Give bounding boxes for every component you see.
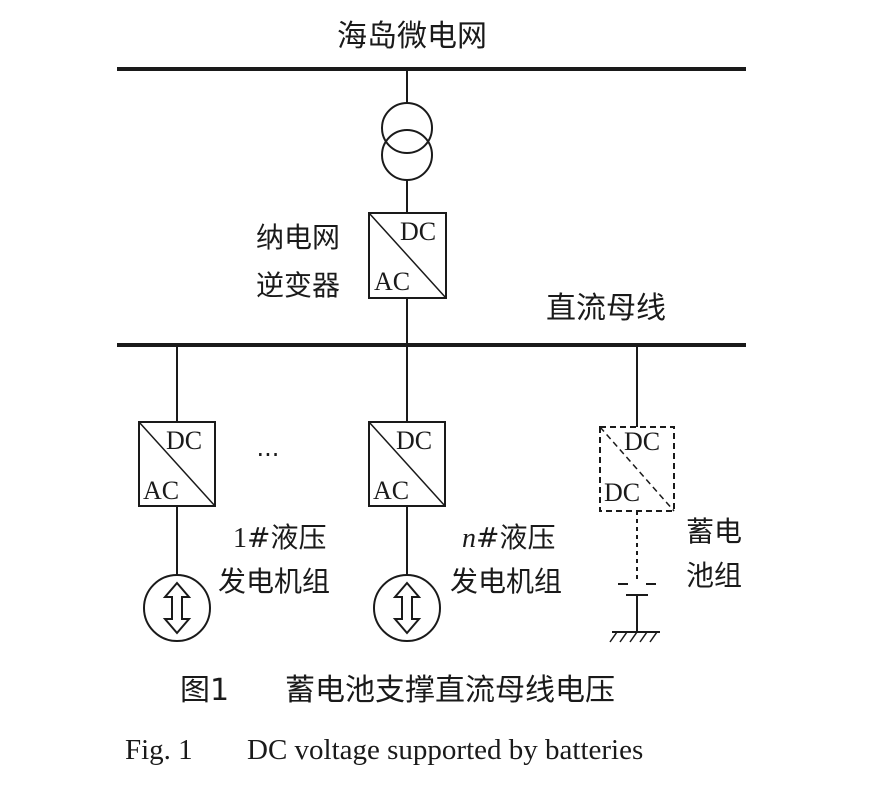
battery-label-line2: 池组 <box>686 559 742 592</box>
genn-label-rest: #液压 <box>476 521 555 554</box>
ellipsis: ··· <box>257 441 280 469</box>
ground-icon <box>609 631 660 643</box>
genn-converter-dc-label: DC <box>396 426 432 455</box>
inverter-dc-label: DC <box>400 217 436 246</box>
gen1-label-number: 1 <box>233 523 247 554</box>
genn-label-number: n <box>462 523 476 554</box>
genn-converter-ac-label: AC <box>373 476 409 505</box>
generator-n-branch <box>368 345 446 642</box>
gen1-label-rest: #液压 <box>247 521 326 554</box>
gen1-label-line2: 发电机组 <box>218 565 330 598</box>
inverter-label-line2: 逆变器 <box>256 269 340 302</box>
transformer-icon <box>381 69 433 213</box>
hydraulic-generator-n-icon <box>373 574 441 642</box>
generator-1-branch <box>138 345 216 642</box>
inverter-ac-label: AC <box>374 267 410 296</box>
battery-icon <box>618 583 656 632</box>
hydraulic-generator-1-icon <box>143 574 211 642</box>
battery-branch <box>599 345 675 643</box>
grid-inverter: DC AC <box>368 212 447 299</box>
battery-label-line1: 蓄电 <box>686 515 742 548</box>
caption-cn-text: 蓄电池支撑直流母线电压 <box>285 673 615 708</box>
inverter-label-line1: 纳电网 <box>256 221 340 254</box>
genn-label-line1: n#液压 <box>462 521 555 554</box>
genn-label-line2: 发电机组 <box>450 565 562 598</box>
battery-converter-dc-label-1: DC <box>624 427 660 456</box>
battery-converter-dc-label-2: DC <box>604 478 640 507</box>
top-bus-label: 海岛微电网 <box>337 19 487 54</box>
dc-bus-label: 直流母线 <box>546 291 666 326</box>
gen1-converter-dc-label: DC <box>166 426 202 455</box>
caption-en-text: DC voltage supported by batteries <box>247 734 643 766</box>
caption-cn-number: 图1 <box>180 673 229 708</box>
gen1-converter-ac-label: AC <box>143 476 179 505</box>
caption-en-number: Fig. 1 <box>125 734 193 766</box>
gen1-label-line1: 1#液压 <box>233 521 326 554</box>
